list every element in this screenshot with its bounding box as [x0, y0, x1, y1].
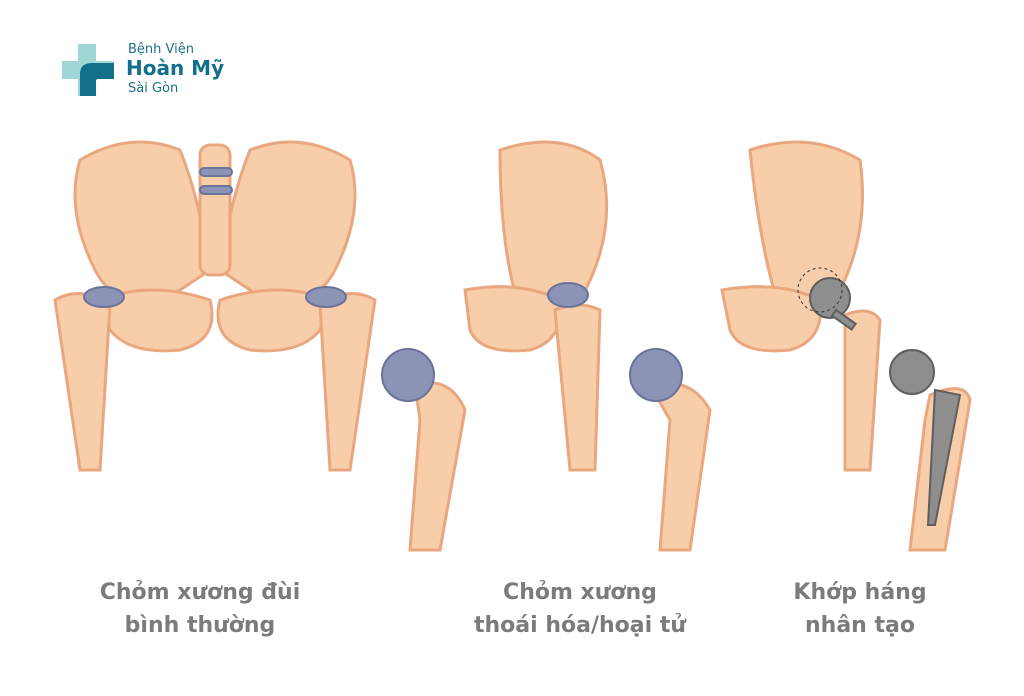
logo-line-1: Bệnh Viện: [128, 42, 194, 57]
caption-normal-line1: Chỏm xương đùi: [99, 580, 301, 605]
normal-femur: [408, 381, 467, 552]
caption-degenerated-line1: Chỏm xương: [503, 580, 657, 605]
caption-degenerated-line2: thoái hóa/hoại tử: [474, 613, 686, 638]
normal-femoral-head: [381, 348, 435, 402]
degenerated-socket-cartilage: [547, 282, 589, 308]
caption-normal: Chỏm xương đùi bình thường: [70, 576, 330, 642]
spinal-disc: [199, 167, 233, 177]
caption-degenerated: Chỏm xương thoái hóa/hoại tử: [440, 576, 720, 642]
logo-line-2: Hoàn Mỹ: [126, 56, 225, 80]
degenerated-pelvis: [463, 140, 609, 472]
caption-artificial-line1: Khớp háng: [793, 580, 927, 605]
caption-artificial-line2: nhân tạo: [805, 613, 915, 638]
artificial-pelvis: [720, 140, 882, 472]
caption-artificial: Khớp háng nhân tạo: [760, 576, 960, 642]
degenerated-femoral-head: [629, 348, 683, 402]
implant: [809, 277, 962, 526]
cartilage-right: [305, 286, 347, 308]
normal-pelvis: [53, 140, 377, 472]
cartilage-left: [83, 286, 125, 308]
cross-logo-icon: [62, 44, 114, 96]
degenerated-femur: [647, 381, 712, 552]
joint-highlight-circle: [797, 267, 843, 313]
spinal-disc: [199, 185, 233, 195]
hospital-logo: Bệnh Viện Hoàn Mỹ Sài Gòn: [62, 42, 242, 98]
hip-illustration: [53, 140, 972, 552]
logo-line-3: Sài Gòn: [128, 81, 179, 96]
caption-normal-line2: bình thường: [124, 613, 276, 638]
